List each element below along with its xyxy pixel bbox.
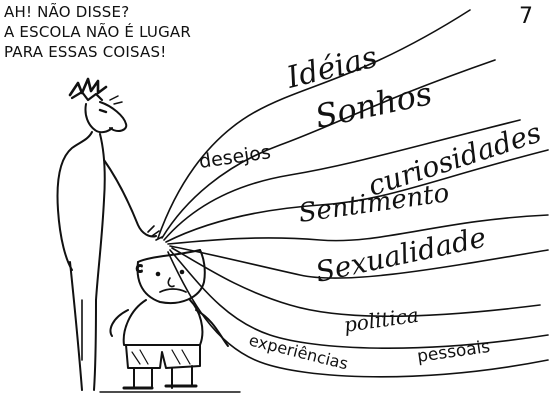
child-torso [122,299,204,346]
page-number: 7 [519,4,533,29]
word-sexualidade: Sexualidade [313,221,489,289]
child-right-arm [195,309,229,347]
child-legs [133,365,193,389]
adult-head [84,103,113,134]
stream-line-2 [161,59,496,239]
adult-hand [147,225,163,241]
stream-line-7 [171,247,541,318]
adult-front [95,133,106,301]
stream-line-9 [167,251,549,378]
child-feet [122,384,198,390]
child-nose [167,277,175,288]
stream-line-1 [157,9,471,239]
word-experiencias: experiências [247,330,350,373]
adult-nose [99,101,128,132]
stream-line-5 [167,214,549,245]
speech-line-3: PARA ESSAS COISAS! [4,43,167,61]
word-desejos: desejos [198,141,273,173]
child-ear-mark: c [136,261,143,275]
child-shorts [125,344,201,369]
idea-streams [157,9,549,378]
speech-line-2: A ESCOLA NÃO É LUGAR [4,23,191,41]
child-head [136,249,206,304]
stream-line-8 [169,249,549,349]
speech-line-1: AH! NÃO DISSE? [4,3,130,21]
stream-line-3 [163,119,521,241]
adult-leg-back [69,261,83,391]
adult-back [56,131,93,271]
adult-hair [68,77,108,97]
word-pessoais: pessoais [416,337,492,367]
stream-line-6 [169,245,549,279]
child-left-arm [109,309,129,337]
stream-line-4 [165,149,549,243]
adult-arm [103,159,157,238]
adult-leg-front [93,299,97,391]
child-head-opening [137,249,201,263]
word-politica: politica [342,303,420,337]
child-frown [159,288,187,293]
adult-figure [56,77,163,391]
child-figure: c [109,249,229,390]
